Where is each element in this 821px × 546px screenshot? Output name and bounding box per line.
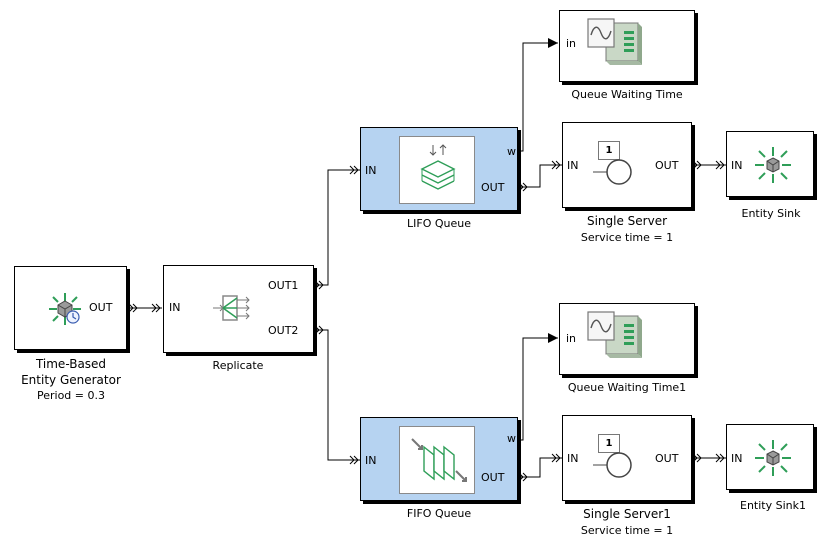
server1-in-port: IN (567, 452, 579, 465)
scope-icon (587, 311, 642, 358)
generator-out-port: OUT (89, 301, 113, 314)
queue-waiting-time-scope[interactable]: in (559, 10, 695, 82)
fifo-label: FIFO Queue (406, 507, 472, 520)
server-icon (593, 159, 632, 185)
entity-generator-block[interactable]: OUT (14, 266, 127, 350)
lifo-queue-block[interactable]: IN w OUT (360, 127, 518, 211)
line-fifo-server[interactable] (518, 457, 562, 478)
scope-in-port: in (566, 37, 577, 50)
fifo-queue-block[interactable]: IN w OUT (360, 417, 518, 501)
scope1-in-port: in (566, 332, 577, 345)
sink1-label: Entity Sink1 (740, 499, 806, 512)
replicate-out1-port: OUT1 (268, 279, 299, 292)
single-server-block[interactable]: IN 1 OUT (562, 122, 692, 208)
sink1-in-port: IN (731, 452, 743, 465)
line-replicate-fifo[interactable] (314, 329, 360, 461)
server1-out-port: OUT (655, 452, 679, 465)
replicate-in-port: IN (169, 301, 181, 314)
replicate-block[interactable]: IN OUT1 OUT2 (163, 265, 314, 353)
fifo-icon-frame (399, 426, 475, 494)
line-lifo-server[interactable] (518, 164, 562, 188)
fifo-w-port: w (507, 432, 516, 445)
entity-sink1-block[interactable]: IN (726, 424, 814, 490)
line-replicate-lifo[interactable] (314, 169, 360, 286)
entity-sink-block[interactable]: IN (726, 131, 814, 197)
entity-generator-icon (49, 293, 81, 325)
sink-label: Entity Sink (741, 207, 801, 220)
server-in-port: IN (567, 159, 579, 172)
server1-label: Single Server1 (583, 507, 671, 521)
fifo-out-port: OUT (481, 471, 505, 484)
scope1-label: Queue Waiting Time1 (567, 381, 687, 394)
server-param: Service time = 1 (580, 231, 674, 244)
fifo-in-port: IN (365, 454, 377, 467)
single-server1-block[interactable]: IN 1 OUT (562, 415, 692, 501)
line-lifo-scope[interactable] (518, 42, 558, 152)
replicate-out2-port: OUT2 (268, 324, 299, 337)
generator-param: Period = 0.3 (36, 389, 106, 402)
lifo-out-port: OUT (481, 181, 505, 194)
lifo-label: LIFO Queue (407, 217, 471, 230)
server1-param: Service time = 1 (580, 524, 674, 537)
scope-label: Queue Waiting Time (571, 88, 683, 101)
sink-icon (755, 147, 791, 183)
fifo-stack-icon (411, 438, 467, 482)
scope-icon (587, 18, 642, 65)
generator-label-1: Time-Based (35, 357, 107, 371)
replicate-label: Replicate (212, 359, 264, 372)
server-label: Single Server (586, 214, 668, 228)
lifo-stack-icon (420, 144, 456, 190)
lifo-icon-frame (399, 136, 475, 204)
lifo-in-port: IN (365, 164, 377, 177)
replicate-icon (213, 295, 250, 321)
line-fifo-scope[interactable] (518, 337, 558, 441)
generator-label-2: Entity Generator (21, 373, 121, 387)
sink-in-port: IN (731, 159, 743, 172)
server1-capacity-badge: 1 (598, 434, 620, 453)
server-capacity-badge: 1 (598, 141, 620, 160)
server-icon (593, 452, 632, 478)
sink-icon (755, 440, 791, 476)
lifo-w-port: w (507, 145, 516, 158)
queue-waiting-time1-scope[interactable]: in (559, 303, 695, 375)
server-out-port: OUT (655, 159, 679, 172)
